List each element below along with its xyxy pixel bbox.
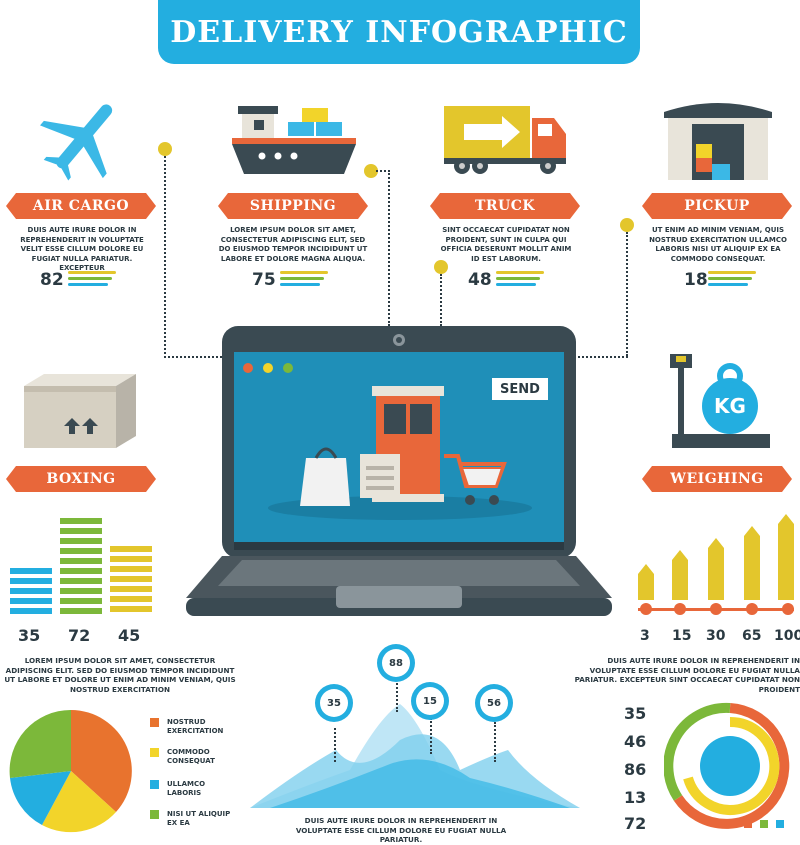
pie-legend-item: ULLAMCO LABORIS bbox=[150, 780, 237, 798]
mountain-chart bbox=[250, 704, 580, 808]
connector-line bbox=[626, 232, 628, 356]
truck-bars bbox=[496, 271, 544, 289]
mountain-pin: 56 bbox=[475, 684, 513, 722]
laptop-illustration bbox=[186, 326, 612, 616]
shipping-value: 75 bbox=[252, 270, 276, 290]
page-title: DELIVERY INFOGRAPHIC bbox=[170, 14, 628, 50]
connector-line bbox=[574, 356, 628, 358]
kg-label: KG bbox=[714, 394, 746, 418]
ring-value-5: 72 bbox=[624, 814, 647, 833]
airplane-icon bbox=[40, 104, 113, 181]
ribbon-truck: TRUCK bbox=[430, 193, 580, 219]
pin-line bbox=[430, 718, 432, 754]
ship-icon bbox=[232, 106, 356, 174]
warehouse-icon bbox=[664, 103, 772, 180]
mountain-pin: 15 bbox=[411, 682, 449, 720]
weighing-scale-1: 3 bbox=[640, 628, 650, 644]
pickup-value: 18 bbox=[684, 270, 708, 290]
connector-line bbox=[440, 274, 442, 326]
mountain-description: DUIS AUTE IRURE DOLOR IN REPREHENDERIT I… bbox=[295, 816, 507, 844]
weight-scale-icon bbox=[670, 354, 770, 448]
boxing-bar-chart bbox=[10, 518, 152, 614]
ring-chart bbox=[664, 702, 790, 829]
boxing-value-2: 72 bbox=[68, 626, 91, 645]
boxing-value-3: 45 bbox=[118, 626, 141, 645]
ribbon-pickup: PICKUP bbox=[642, 193, 792, 219]
weighing-scale-4: 65 bbox=[742, 628, 762, 644]
connector-knob bbox=[158, 142, 172, 156]
ring-value-2: 46 bbox=[624, 732, 647, 751]
air-cargo-value: 82 bbox=[40, 270, 64, 290]
boxing-description: LOREM IPSUM DOLOR SIT AMET, CONSECTETUR … bbox=[4, 656, 236, 694]
shipping-description: LOREM IPSUM DOLOR SIT AMET, CONSECTETUR … bbox=[218, 226, 368, 263]
pin-line bbox=[334, 728, 336, 762]
weighing-description: DUIS AUTE IRURE DOLOR IN REPREHENDERIT I… bbox=[574, 656, 800, 694]
pie-chart bbox=[9, 709, 132, 833]
ring-value-3: 86 bbox=[624, 760, 647, 779]
shipping-bars bbox=[280, 271, 328, 289]
box-icon bbox=[24, 374, 136, 448]
mountain-pin: 88 bbox=[377, 644, 415, 682]
mountain-pin-value: 35 bbox=[320, 689, 348, 717]
mountain-pin-value: 56 bbox=[480, 689, 508, 717]
connector-line bbox=[376, 170, 390, 172]
truck-value: 48 bbox=[468, 270, 492, 290]
ribbon-weighing: WEIGHING bbox=[642, 466, 792, 492]
boxing-value-1: 35 bbox=[18, 626, 41, 645]
pie-legend-item: NISI UT ALIQUIP EX EA bbox=[150, 810, 237, 828]
pie-legend-item: COMMODO CONSEQUAT bbox=[150, 748, 237, 766]
ring-value-1: 35 bbox=[624, 704, 647, 723]
pickup-bars bbox=[708, 271, 756, 289]
connector-line bbox=[164, 356, 230, 358]
pin-line bbox=[494, 722, 496, 762]
ribbon-shipping: SHIPPING bbox=[218, 193, 368, 219]
pickup-description: UT ENIM AD MINIM VENIAM, QUIS NOSTRUD EX… bbox=[649, 226, 787, 263]
ribbon-boxing: BOXING bbox=[6, 466, 156, 492]
connector-knob bbox=[434, 260, 448, 274]
mountain-pin-value: 88 bbox=[382, 649, 410, 677]
mountain-pin: 35 bbox=[315, 684, 353, 722]
send-button[interactable]: SEND bbox=[492, 378, 548, 400]
air-cargo-description: DUIS AUTE IRURE DOLOR IN REPREHENDERIT I… bbox=[20, 226, 144, 272]
mountain-pin-value: 15 bbox=[416, 687, 444, 715]
pie-legend-label: ULLAMCO LABORIS bbox=[167, 780, 206, 797]
connector-line bbox=[388, 170, 390, 326]
connector-knob bbox=[620, 218, 634, 232]
weighing-scale-3: 30 bbox=[706, 628, 726, 644]
connector-knob bbox=[364, 164, 378, 178]
truck-description: SINT OCCAECAT CUPIDATAT NON PROIDENT, SU… bbox=[440, 226, 572, 263]
ribbon-air-cargo: AIR CARGO bbox=[6, 193, 156, 219]
pin-line bbox=[396, 676, 398, 712]
title-banner: DELIVERY INFOGRAPHIC bbox=[158, 0, 640, 64]
weighing-scale-2: 15 bbox=[672, 628, 692, 644]
air-cargo-bars bbox=[68, 271, 116, 289]
weighing-scale-5: 100 bbox=[774, 628, 800, 644]
pie-legend-label: COMMODO CONSEQUAT bbox=[167, 748, 215, 765]
truck-icon bbox=[444, 106, 566, 174]
pie-legend-label: NISI UT ALIQUIP EX EA bbox=[167, 810, 231, 827]
weighing-progress-chart bbox=[638, 514, 794, 615]
pie-legend-item: NOSTRUD EXERCITATION bbox=[150, 718, 237, 736]
pie-legend-label: NOSTRUD EXERCITATION bbox=[167, 718, 224, 735]
connector-line bbox=[164, 156, 166, 358]
ring-value-4: 13 bbox=[624, 788, 647, 807]
